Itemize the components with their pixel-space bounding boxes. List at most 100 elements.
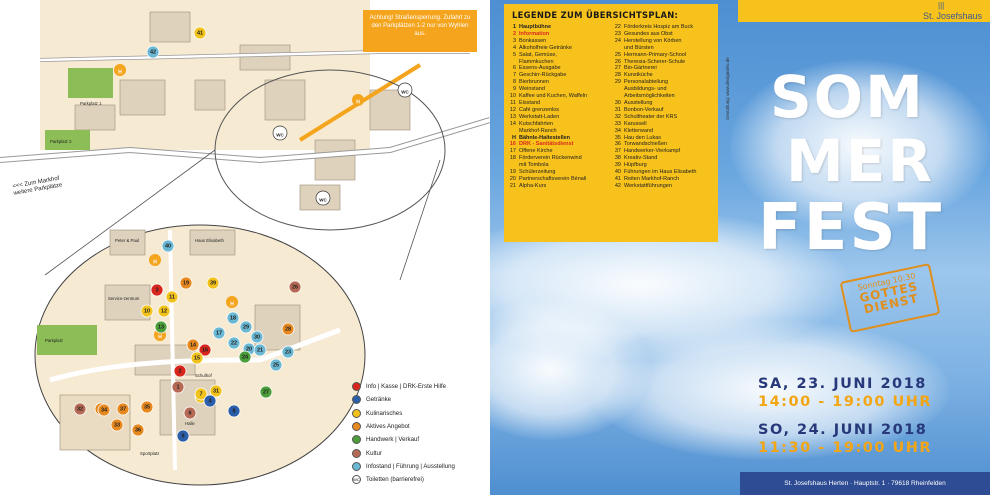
legend-item-number: 20 [509, 175, 516, 182]
legend-item-text: Flammkuchen [519, 58, 554, 65]
legend-item-text: Theresia-Scherer-Schule [624, 58, 686, 65]
service-stamp: Sonntag 10:30 GOTTES DIENST [839, 263, 941, 333]
station-marker-number: 18 [230, 315, 236, 321]
logo-bar: ||| St. Josefshaus [738, 0, 990, 22]
legend-item-text: Bio-Gärtnerei [624, 65, 657, 72]
station-marker-dot [165, 290, 179, 304]
station-marker-number: 31 [213, 388, 219, 394]
station-marker-dot [193, 26, 207, 40]
station-marker-31: 31 [209, 384, 223, 398]
building [119, 79, 166, 116]
legend-item-number: 31 [614, 106, 621, 113]
legend-item-text: Kletterwand [624, 127, 654, 134]
legend-item-number [506, 59, 516, 66]
legend-item-text: Reiten Markhof-Ranch [624, 175, 680, 182]
wc-icon [397, 82, 413, 98]
legend-item-number: 8 [512, 79, 516, 86]
title-line-3: FEST [758, 191, 944, 265]
station-marker-dot [154, 320, 168, 334]
station-marker-dot [161, 239, 175, 253]
station-marker-dot [131, 423, 145, 437]
map-legend-label: Kulinarisches [366, 409, 403, 417]
station-marker-number: 4 [208, 398, 212, 404]
bus-stop-icon [352, 94, 364, 106]
station-marker-dot [238, 350, 252, 364]
station-marker-39: 39 [206, 276, 220, 290]
legend-item-number: 32 [614, 113, 621, 120]
legend-item-text: Alpha-Kurs [519, 182, 547, 189]
legend-item-text: Förderkreis Hospiz am Buck [624, 24, 694, 30]
station-marker-21: 21 [253, 343, 267, 357]
bus-stop-h-label: H [230, 302, 234, 308]
station-marker-25: 25 [269, 358, 283, 372]
building [239, 44, 291, 71]
bus-stop-h-label: H [356, 100, 360, 106]
legend-item-number: 38 [614, 155, 621, 162]
legend-item-text: Bierbrunnen [519, 79, 549, 86]
label-parkplatz-1: Parkplatz 1 [80, 101, 102, 106]
station-marker-number: 16 [202, 347, 208, 353]
legend-item-number: 37 [614, 148, 621, 155]
design-credit: Gestaltung: www.designsleu.de [725, 57, 730, 120]
legend-item-number: 11 [510, 99, 516, 106]
station-marker-42: 42 [146, 45, 160, 59]
legend-item-text: Arbeitsmöglichkeiten [624, 93, 675, 100]
station-marker-number: 29 [243, 324, 249, 330]
station-marker-dot [183, 406, 197, 420]
station-marker-28: 28 [281, 322, 295, 336]
station-marker-dot [73, 402, 87, 416]
station-marker-number: 13 [158, 324, 164, 330]
legend-item-text: Weinstand [519, 86, 545, 93]
legend-item-number: 26 [614, 58, 621, 65]
station-marker-dot [209, 384, 223, 398]
station-marker-9: 9 [176, 429, 190, 443]
wc-icon: WC [352, 475, 361, 485]
station-marker-34: 34 [97, 403, 111, 417]
time-sunday: 11:30 - 19:00 UHR [758, 440, 933, 456]
zoom-connector-right [399, 159, 441, 281]
map-legend-row: Handwerk | Verkauf [352, 433, 487, 446]
station-marker-7: 7 [194, 387, 208, 401]
legend-item-number: 33 [614, 120, 621, 127]
legend-item-number [506, 162, 516, 169]
station-marker-number: 15 [194, 355, 200, 361]
station-marker-33: 33 [110, 418, 124, 432]
wc-label: WC [276, 133, 284, 138]
station-marker-23: 23 [281, 345, 295, 359]
legend-item-text: Werkstattführungen [624, 182, 672, 189]
map-legend-label: Aktives Angebot [366, 423, 410, 431]
label-sportplatz: Sportplatz [140, 451, 159, 456]
legend-item-text: Ausstellung [624, 99, 653, 106]
legend-item-text: Personalabteilung [624, 79, 669, 86]
station-marker-dot [212, 326, 226, 340]
station-marker-32: 32 [73, 402, 87, 416]
zoom-connector-left [44, 149, 216, 276]
building [194, 79, 226, 111]
legend-item-text: Geschirr-Rückgabe [519, 72, 567, 79]
station-marker-number: 25 [273, 362, 279, 368]
station-marker-17: 17 [212, 326, 226, 340]
legend-item-text: Hauptbühne [519, 24, 552, 30]
legend-item-number: 10 [509, 93, 516, 100]
station-marker-number: 21 [257, 347, 263, 353]
station-marker-dot [227, 404, 241, 418]
legend-item-text: Salat, Gemüse, [519, 51, 557, 58]
station-marker-number: 32 [77, 406, 83, 412]
station-marker-number: 27 [263, 389, 269, 395]
legend-item-text: Café grenzenlos [519, 106, 560, 113]
building [74, 104, 116, 131]
building [189, 229, 236, 256]
